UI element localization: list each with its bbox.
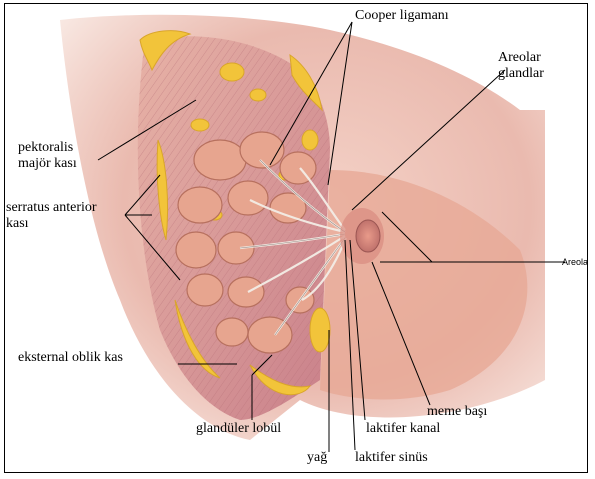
cooper-ligament-label: Cooper ligamanı [355, 8, 449, 24]
pectoralis-major-label-line2: majör kası [18, 156, 77, 172]
lactiferous-duct-label: laktifer kanal [366, 421, 440, 437]
serratus-anterior-label-line1: serratus anterior [6, 200, 97, 216]
nipple-label: meme başı [427, 404, 487, 420]
external-oblique-label: eksternal oblik kas [18, 350, 123, 366]
areola-label: Areola [562, 257, 588, 267]
lactiferous-sinus-label: laktifer sinüs [355, 450, 428, 466]
areolar-glands-label-line1: Areolar [498, 50, 541, 66]
pectoralis-major-label-line1: pektoralis [18, 140, 73, 156]
areolar-glands-label-line2: glandlar [498, 66, 544, 82]
glandular-lobule-label: glandüler lobül [196, 421, 281, 437]
fat-label: yağ [307, 450, 327, 466]
serratus-anterior-label-line2: kası [6, 216, 29, 232]
